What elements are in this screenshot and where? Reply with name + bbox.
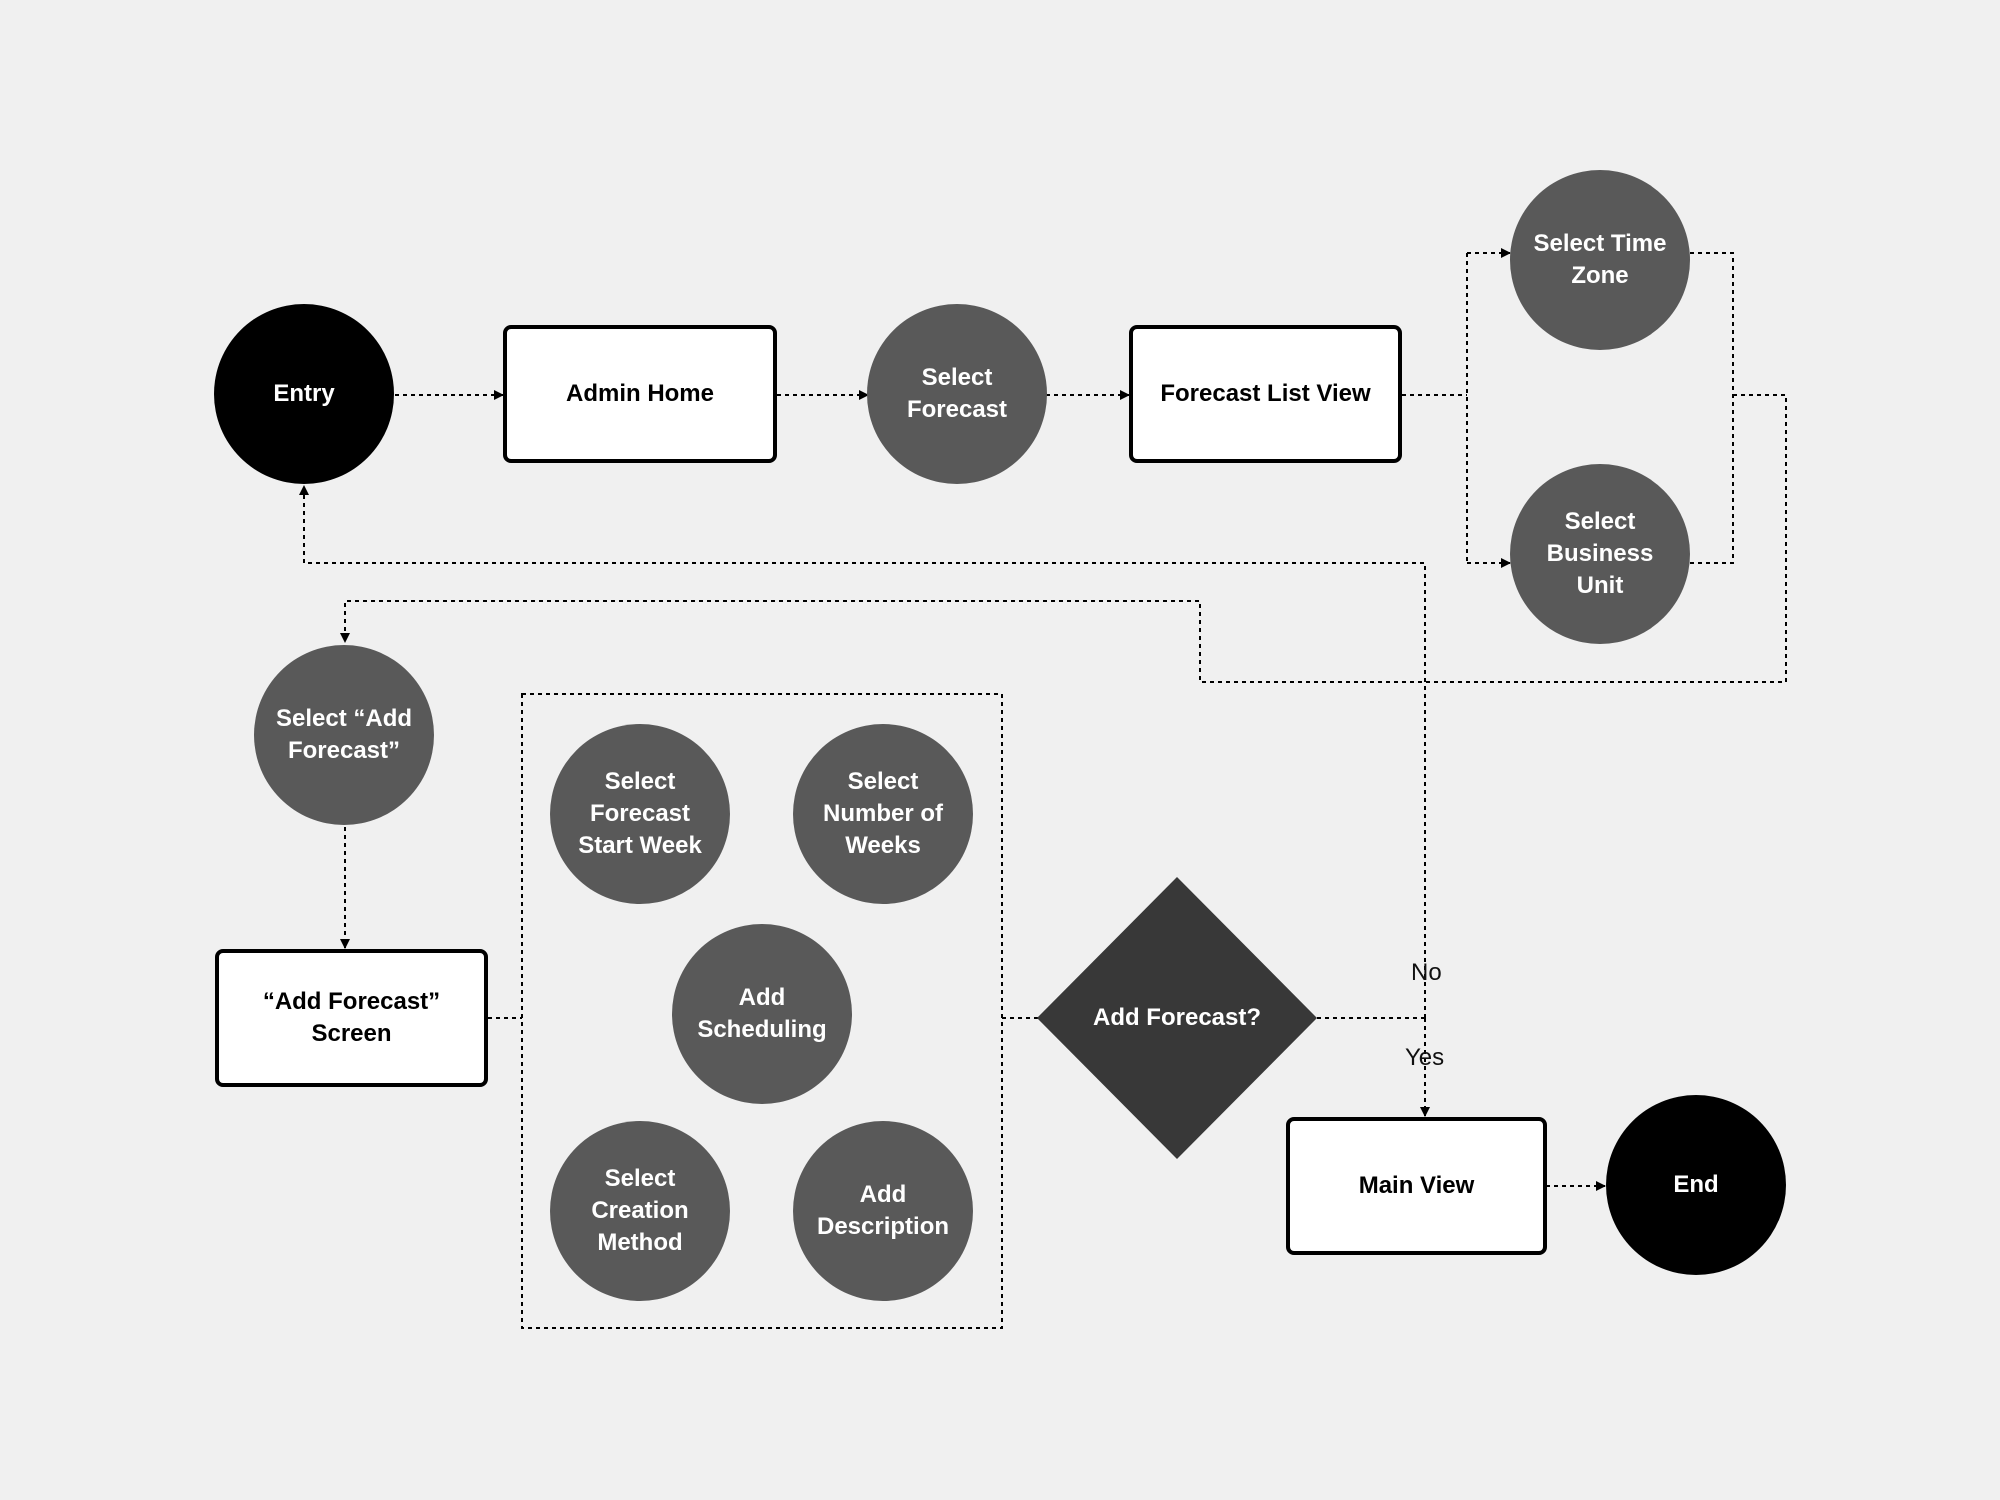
decision-diamond-shape: [1037, 877, 1317, 1159]
select-time-zone-node: Select Time Zone: [1510, 170, 1690, 350]
edge-no-to-entry: [299, 485, 1426, 1018]
edge-label-no: No: [1411, 959, 1442, 986]
add-description-node: Add Description: [793, 1121, 973, 1301]
select-business-unit-node: Select Business Unit: [1510, 464, 1690, 644]
select-creation-method-node: Select Creation Method: [550, 1121, 730, 1301]
add-forecast-fields-group: [521, 693, 1003, 1329]
admin-home-node: Admin Home: [503, 325, 777, 463]
add-forecast-decision-label: Add Forecast?: [1092, 1004, 1262, 1031]
edge-time-zone-out: [1690, 252, 1734, 564]
select-forecast-start-week-node: Select Forecast Start Week: [550, 724, 730, 904]
add-scheduling-node: Add Scheduling: [672, 924, 852, 1104]
main-view-node: Main View: [1286, 1117, 1547, 1255]
forecast-list-view-node: Forecast List View: [1129, 325, 1402, 463]
select-forecast-node: Select Forecast: [867, 304, 1047, 484]
select-add-forecast-node: Select “Add Forecast”: [254, 645, 434, 825]
end-node: End: [1606, 1095, 1786, 1275]
entry-node: Entry: [214, 304, 394, 484]
select-number-of-weeks-node: Select Number of Weeks: [793, 724, 973, 904]
add-forecast-screen-node: “Add Forecast” Screen: [215, 949, 488, 1087]
edge-label-yes: Yes: [1405, 1044, 1445, 1071]
add-forecast-decision-node: Add Forecast?: [1037, 877, 1317, 1159]
